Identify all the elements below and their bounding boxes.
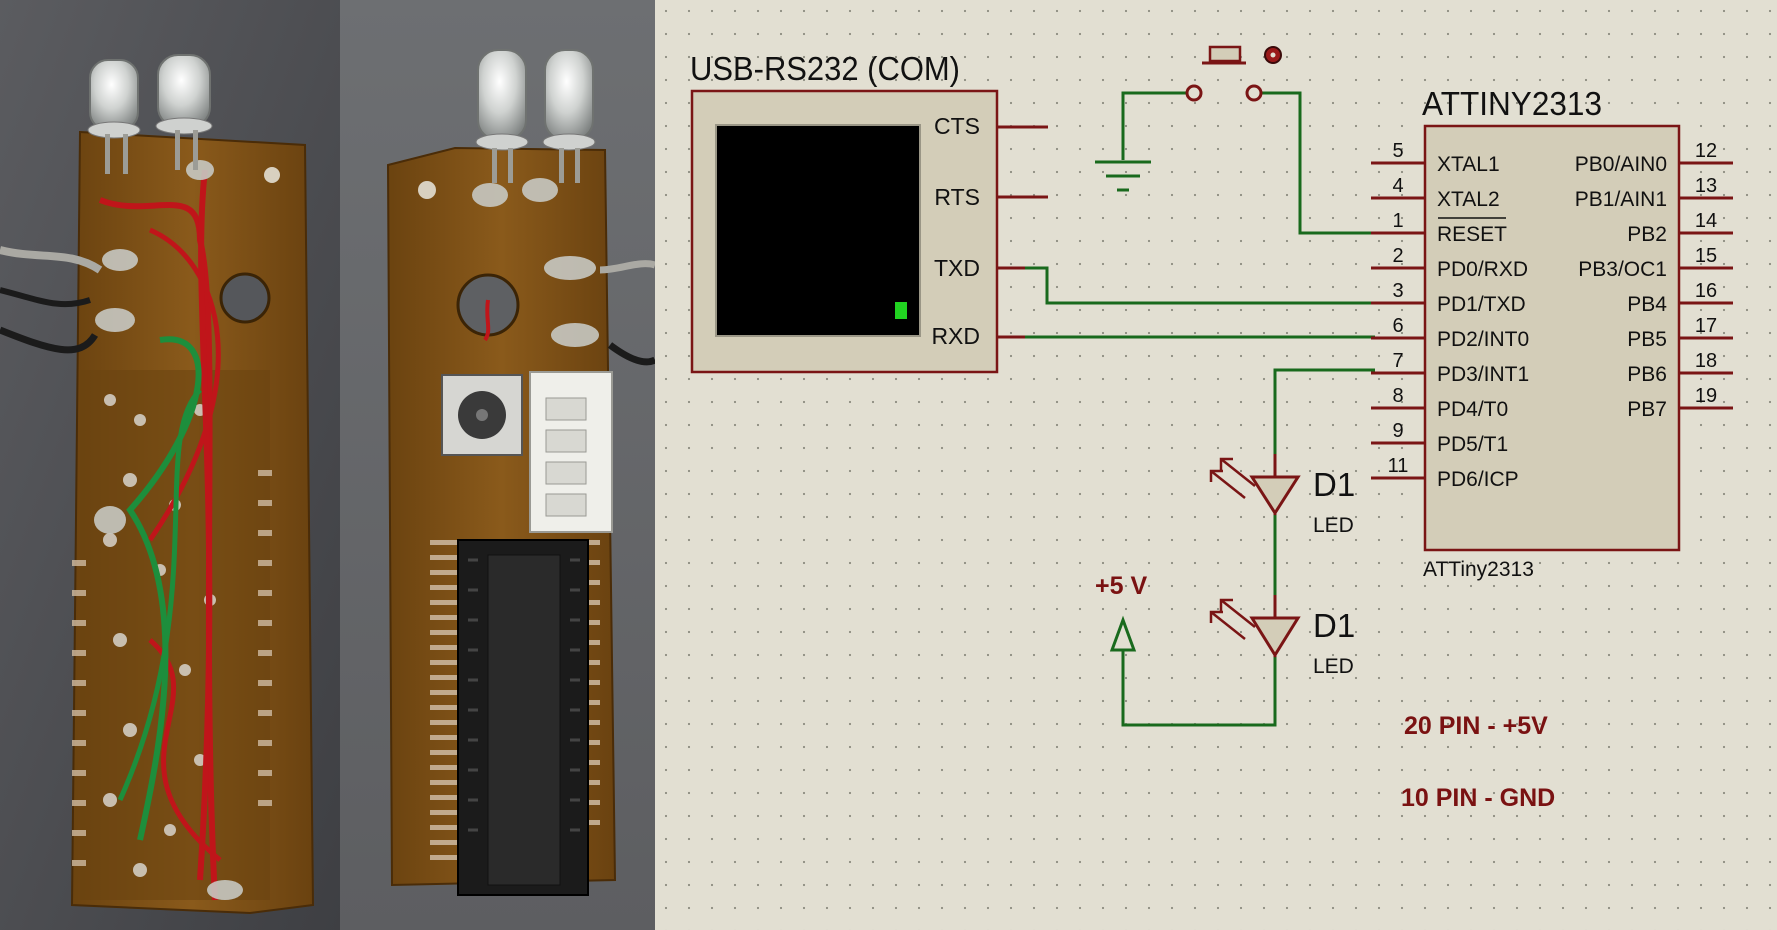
pin-name: PB4 bbox=[1627, 293, 1667, 316]
pin-name: PB5 bbox=[1627, 328, 1667, 351]
pin-number: 8 bbox=[1392, 385, 1403, 407]
pin-name: PB3/OC1 bbox=[1578, 258, 1667, 281]
led-light-arrows-icon bbox=[1209, 598, 1256, 640]
note-vcc-pin: 20 PIN - +5V bbox=[1404, 712, 1548, 740]
pin-number: 3 bbox=[1392, 280, 1403, 302]
wire-reset bbox=[1254, 91, 1375, 235]
mcu-left-pins: 5XTAL14XTAL21RESET2PD0/RXD3PD1/TXD6PD2/I… bbox=[1371, 140, 1529, 491]
left-ir-leds bbox=[87, 54, 213, 174]
pin-number: 1 bbox=[1392, 210, 1403, 232]
ground-icon bbox=[1095, 160, 1151, 192]
wire-ground bbox=[1121, 91, 1194, 160]
pin-name: PB7 bbox=[1627, 398, 1667, 421]
pin-number: 19 bbox=[1695, 385, 1717, 407]
led1-ref: D1 bbox=[1313, 466, 1355, 503]
pin-name: PD4/T0 bbox=[1437, 398, 1508, 421]
terminal-pin-rts: RTS bbox=[934, 184, 980, 210]
led2-ref: D1 bbox=[1313, 607, 1355, 644]
pin-name: PD3/INT1 bbox=[1437, 363, 1529, 386]
led2-type: LED bbox=[1313, 655, 1354, 678]
usb-rs232-terminal: USB-RS232 (COM) CTS RTS TXD RXD bbox=[690, 50, 1048, 374]
pin-name: RESET bbox=[1437, 223, 1507, 246]
pin-number: 16 bbox=[1695, 280, 1717, 302]
wire-pd2-led bbox=[1273, 368, 1375, 454]
pin-name: PD1/TXD bbox=[1437, 293, 1526, 316]
pin-number: 4 bbox=[1392, 175, 1403, 197]
supply-label: +5 V bbox=[1095, 572, 1147, 600]
pin-number: 13 bbox=[1695, 175, 1717, 197]
wire-led-supply bbox=[1121, 650, 1277, 727]
push-button-photo bbox=[441, 374, 523, 456]
supply-terminal: +5 V bbox=[1095, 572, 1147, 652]
pin-number: 12 bbox=[1695, 140, 1717, 162]
pin-number: 5 bbox=[1392, 140, 1403, 162]
pin-name: PD2/INT0 bbox=[1437, 328, 1529, 351]
pin-name: PD0/RXD bbox=[1437, 258, 1528, 281]
mcu-body bbox=[1423, 124, 1681, 552]
reset-pushbutton bbox=[1185, 45, 1282, 102]
mcu-title: ATTINY2313 bbox=[1422, 85, 1602, 122]
pin-name: PB6 bbox=[1627, 363, 1667, 386]
wires bbox=[1025, 91, 1375, 727]
supply-arrow-icon bbox=[1109, 615, 1137, 652]
led-d1-lower: D1 LED bbox=[1209, 595, 1355, 678]
terminal-pin-txd: TXD bbox=[934, 255, 980, 281]
pin-number: 6 bbox=[1392, 315, 1403, 337]
board-photo bbox=[0, 0, 655, 930]
right-ir-leds bbox=[475, 49, 596, 183]
mcu-right-pins: 12PB0/AIN013PB1/AIN114PB215PB3/OC116PB41… bbox=[1575, 140, 1733, 421]
pin-number: 17 bbox=[1695, 315, 1717, 337]
led-d1-upper: D1 LED bbox=[1209, 454, 1355, 537]
pin-name: PB2 bbox=[1627, 223, 1667, 246]
pin-name: PB1/AIN1 bbox=[1575, 188, 1667, 211]
attiny-chip-photo bbox=[487, 554, 561, 886]
pin-name: XTAL1 bbox=[1437, 153, 1500, 176]
pin-name: PD5/T1 bbox=[1437, 433, 1508, 456]
pin-name: PD6/ICP bbox=[1437, 468, 1519, 491]
pin-number: 7 bbox=[1392, 350, 1403, 372]
pin-number: 15 bbox=[1695, 245, 1717, 267]
attiny2313-chip: ATTINY2313 ATTiny2313 5XTAL14XTAL21RESET… bbox=[1371, 85, 1733, 581]
pin-number: 14 bbox=[1695, 210, 1717, 232]
terminal-pin-rxd: RXD bbox=[931, 323, 980, 349]
mcu-part-label: ATTiny2313 bbox=[1423, 558, 1534, 581]
terminal-screen bbox=[715, 124, 921, 337]
pin-name: PB0/AIN0 bbox=[1575, 153, 1667, 176]
led1-type: LED bbox=[1313, 514, 1354, 537]
pin-number: 9 bbox=[1392, 420, 1403, 442]
schematic: USB-RS232 (COM) CTS RTS TXD RXD ATTINY23… bbox=[655, 0, 1777, 930]
right-board bbox=[386, 146, 655, 896]
pin-number: 11 bbox=[1388, 455, 1409, 477]
led-light-arrows-icon bbox=[1209, 457, 1256, 499]
pin-number: 2 bbox=[1392, 245, 1403, 267]
pin-number: 18 bbox=[1695, 350, 1717, 372]
terminal-pin-cts: CTS bbox=[934, 113, 980, 139]
note-gnd-pin: 10 PIN - GND bbox=[1401, 784, 1555, 812]
left-board bbox=[0, 130, 315, 915]
wire-txd-pd0 bbox=[1025, 266, 1375, 305]
terminal-title: USB-RS232 (COM) bbox=[690, 50, 960, 87]
terminal-screen-cursor bbox=[895, 302, 907, 319]
pin-name: XTAL2 bbox=[1437, 188, 1500, 211]
